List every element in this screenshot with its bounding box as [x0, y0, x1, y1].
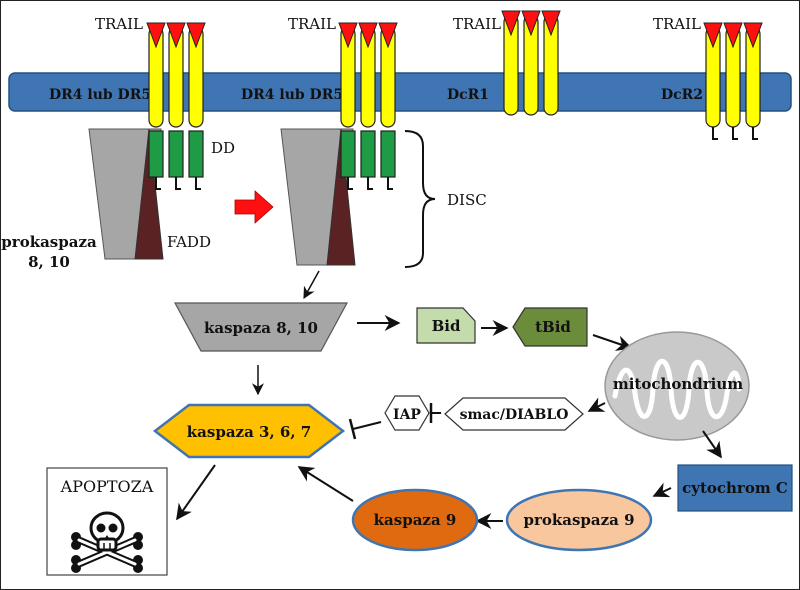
fadd-label: FADD [167, 233, 211, 251]
receptor-label-dr4-dr5-right: DR4 lub DR5 [241, 87, 343, 103]
activation-arrow [234, 190, 274, 224]
tbid-node [512, 307, 588, 347]
inhibition-bar-iap-to-kaspaza-3-6-7 [348, 418, 357, 440]
kaspaza-9-label: kaspaza 9 [374, 511, 457, 529]
smac-diablo-label: smac/DIABLO [460, 407, 569, 423]
trail-label-2: TRAIL [288, 15, 336, 33]
receptor-label-dcr2: DcR2 [661, 87, 703, 103]
trail-label-4: TRAIL [653, 15, 701, 33]
prokaspaza-8-10-label-line2: 8, 10 [28, 253, 70, 271]
arrow-kaspaza-9-to-kaspaza-3-6-7 [297, 466, 354, 502]
kaspaza-9-node [351, 488, 479, 552]
trail-dcr2-receptor-trimer [703, 22, 763, 140]
cytochrom-c-label: cytochrom C [682, 479, 788, 497]
mitochondrium-node [604, 331, 750, 441]
arrow-cytochrom-c-to-prokaspaza-9 [652, 482, 672, 498]
skull-and-crossbones-icon [71, 511, 143, 573]
mitochondrium-label: mitochondrium [613, 375, 743, 393]
cell-membrane [8, 72, 792, 112]
trail-label-3: TRAIL [453, 15, 501, 33]
iap-node [384, 395, 430, 431]
disc-brace [404, 130, 436, 268]
dd-label: DD [211, 139, 235, 157]
arrow-mitochondrium-to-smac [587, 397, 606, 412]
smac-diablo-node [444, 397, 584, 431]
kaspaza-8-10-node [173, 302, 349, 352]
bid-node [416, 307, 476, 344]
arrow-tbid-to-mitochondrium [592, 334, 633, 351]
mitochondrium-cristae [612, 358, 742, 420]
tbid-label: tBid [535, 318, 571, 336]
prokaspaza-9-node [505, 488, 653, 552]
receptor-label-dcr1: DcR1 [447, 87, 489, 103]
receptor-label-dr4-dr5-left: DR4 lub DR5 [49, 87, 151, 103]
kaspaza-3-6-7-node [152, 403, 346, 459]
trail-dr-receptor-trimer-2 [338, 22, 398, 190]
apoptoza-label: APOPTOZA [60, 477, 154, 496]
kaspaza-3-6-7-label: kaspaza 3, 6, 7 [187, 423, 311, 441]
bid-label: Bid [432, 317, 461, 335]
trail-dr-receptor-trimer-1 [146, 22, 206, 190]
kaspaza-8-10-label: kaspaza 8, 10 [204, 319, 318, 337]
fadd-shape-1 [134, 128, 164, 260]
trail-dcr1-receptor-trimer [501, 10, 561, 116]
trail-label-1: TRAIL [95, 15, 143, 33]
arrow-disc-to-kaspaza-8-10 [303, 270, 320, 300]
arrow-mitochondrium-to-cytochrom-c [702, 430, 722, 459]
prokaspaza-8-10-label-line1: prokaspaza [1, 233, 97, 251]
fadd-shape-2 [326, 128, 356, 266]
prokaspaza-9-label: prokaspaza 9 [523, 511, 634, 529]
cytochrom-c-node [677, 464, 793, 512]
arrow-kaspaza-3-6-7-to-apoptoza [176, 464, 216, 521]
disc-label: DISC [447, 191, 487, 209]
inhibition-iap-to-kaspaza-3-6-7 [352, 421, 382, 430]
iap-label: IAP [393, 407, 421, 423]
